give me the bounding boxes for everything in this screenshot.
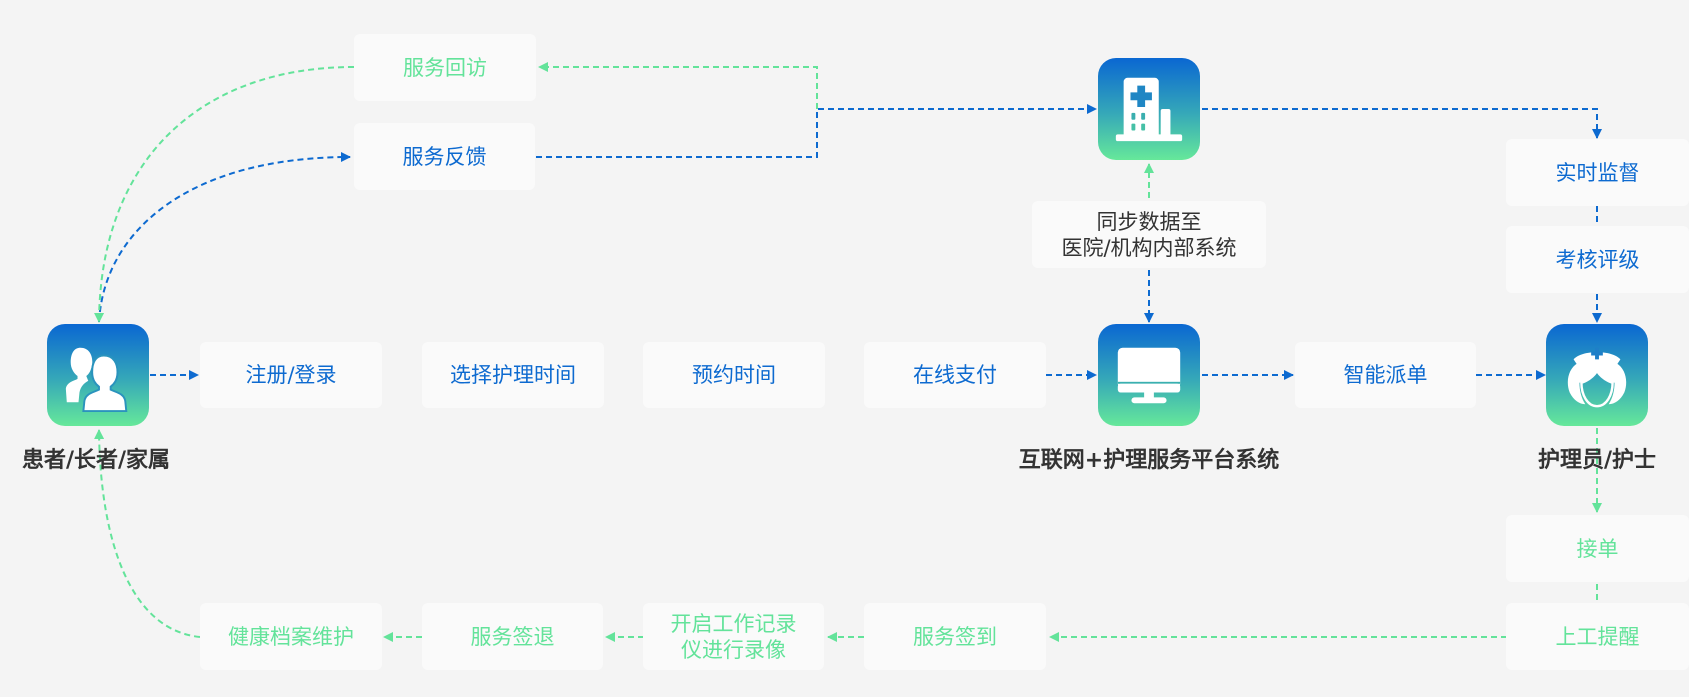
sync-line-2: 医院/机构内部系统 [1061,235,1237,260]
step-accept[interactable]: 接单 [1506,515,1689,582]
patients-icon [65,347,128,413]
platform-label: 互联网+护理服务平台系统 [1018,448,1280,473]
platform-node[interactable] [1098,324,1200,426]
edge-health-patient [94,429,201,638]
monitor-icon [1117,347,1181,404]
step-register[interactable]: 注册/登录 [200,342,382,408]
sync-line-1: 同步数据至 [1096,209,1202,234]
record-line-1: 开启工作记录 [670,611,797,636]
step-feedback[interactable]: 服务反馈 [354,123,535,190]
step-checkin[interactable]: 服务签到 [864,603,1046,670]
patient-node[interactable] [47,324,149,426]
nurse-icon [1567,347,1627,408]
step-record[interactable]: 开启工作记录 仪进行录像 [643,603,824,670]
hospital-node[interactable] [1098,58,1200,160]
patient-label: 患者/长者/家属 [21,448,171,473]
nurse-label: 护理员/护士 [1537,448,1657,473]
step-health-record[interactable]: 健康档案维护 [200,603,382,670]
step-choose-time[interactable]: 选择护理时间 [422,342,604,408]
step-revisit[interactable]: 服务回访 [354,34,536,101]
edge-hospital-revisit [538,62,818,109]
edge-revisit-patient [94,66,355,323]
step-remind[interactable]: 上工提醒 [1506,603,1689,670]
step-evaluate[interactable]: 考核评级 [1506,226,1689,293]
record-line-2: 仪进行录像 [681,637,786,662]
edge-hospital-monitor [1202,108,1602,139]
edge-patient-feedback [98,152,351,323]
step-dispatch[interactable]: 智能派单 [1295,342,1476,408]
step-monitor[interactable]: 实时监督 [1506,139,1689,206]
step-pay[interactable]: 在线支付 [864,342,1046,408]
edge-feedback-hospital [536,104,1097,158]
step-checkout[interactable]: 服务签退 [422,603,603,670]
step-appointment[interactable]: 预约时间 [643,342,825,408]
step-sync[interactable]: 同步数据至 医院/机构内部系统 [1032,201,1266,268]
nurse-node[interactable] [1546,324,1648,426]
hospital-icon [1115,77,1183,142]
